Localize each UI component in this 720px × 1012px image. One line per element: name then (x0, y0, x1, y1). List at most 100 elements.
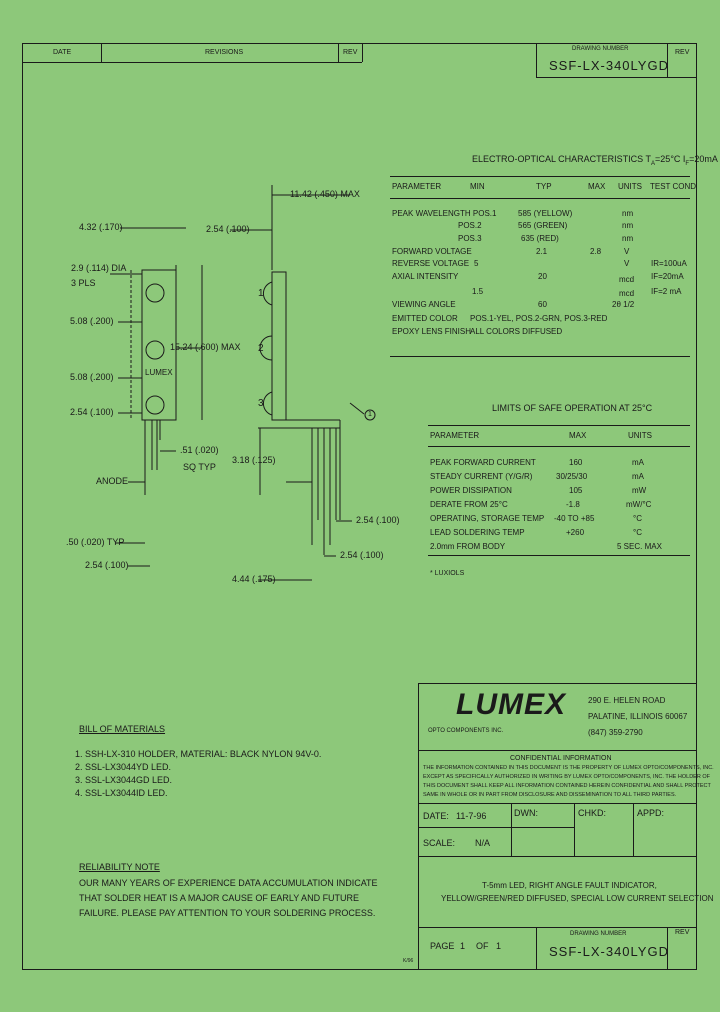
bom-title: BILL OF MATERIALS (79, 724, 166, 734)
header-date-label: DATE (53, 49, 72, 56)
page-total: 1 (496, 941, 502, 951)
electro-row-param: REVERSE VOLTAGE (392, 259, 470, 268)
electro-row-units: 2θ 1/2 (612, 300, 635, 309)
date-label: DATE: (423, 811, 449, 821)
limits-row-units: mW (632, 486, 647, 495)
electro-row-param: VIEWING ANGLE (392, 300, 456, 309)
address-line: PALATINE, ILLINOIS 60067 (588, 712, 688, 721)
position-1: 1 (258, 288, 264, 299)
confidential-line: EXCEPT AS SPECIFICALLY AUTHORIZED IN WRI… (423, 774, 710, 780)
dim-254e: 2.54 (.100) (85, 560, 129, 570)
limits-row-units: °C (633, 514, 642, 523)
dim-1524: 15.24 (.600) MAX (170, 342, 241, 352)
holder-front-view (141, 269, 177, 421)
dim-254c: 2.54 (.100) (356, 515, 400, 525)
electro-row-typ: 635 (RED) (521, 234, 559, 243)
date-value: 11-7-96 (456, 811, 487, 821)
header-revisions-label: REVISIONS (205, 49, 244, 56)
limits-row-units: mA (632, 472, 644, 481)
page-number: 1 (460, 941, 466, 951)
limits-header-parameter: PARAMETER (430, 431, 480, 440)
electro-row-param: EMITTED COLOR (392, 314, 458, 323)
electro-row-param: AXIAL INTENSITY (392, 272, 459, 281)
lumex-small: LUMEX (145, 368, 173, 377)
border-top (22, 43, 696, 44)
dim-29: 2.9 (.114) DIA (71, 263, 127, 273)
drawing-number-label: DRAWING NUMBER (570, 931, 627, 937)
reliability-line: FAILURE. PLEASE PAY ATTENTION TO YOUR SO… (79, 908, 376, 918)
holder-side-view (271, 271, 287, 421)
electro-row-typ: 585 (YELLOW) (518, 209, 573, 218)
electro-header-typ: TYP (536, 182, 552, 191)
electro-header-test-cond: TEST COND (650, 182, 697, 191)
position-2: 2 (258, 343, 264, 354)
dim-1142: 11.42 (.450) MAX (290, 189, 360, 199)
address-line: (847) 359-2790 (588, 728, 643, 737)
header-drawing-number: SSF-LX-340LYGD (549, 58, 669, 73)
electro-row-min: 5 (474, 259, 479, 268)
led-3-front (145, 395, 165, 415)
led-2-front (145, 340, 165, 360)
reliability-title: RELIABILITY NOTE (79, 862, 160, 872)
electro-row-cond: IF=20mA (651, 272, 684, 281)
of-label: OF (476, 941, 489, 951)
confidential-line: SAME IN WHOLE OR IN PART FROM DISCLOSURE… (423, 792, 677, 798)
electro-row-param: FORWARD VOLTAGE (392, 247, 472, 256)
dim-444: 4.44 (.175) (232, 574, 276, 584)
limits-row-max: -40 TO +85 (554, 514, 595, 523)
border-bottom (22, 969, 697, 970)
led-1-front (145, 283, 165, 303)
dim-508b: 5.08 (.200) (70, 372, 114, 382)
electro-title: ELECTRO-OPTICAL CHARACTERISTICS TA=25°C … (472, 154, 718, 167)
electro-row-units: nm (622, 209, 634, 218)
bom-item: 1. SSH-LX-310 HOLDER, MATERIAL: BLACK NY… (75, 749, 322, 759)
corner-mark: K/96 (403, 958, 414, 964)
electro-row-min: POS.1-YEL, POS.2-GRN, POS.3-RED (470, 314, 608, 323)
dim-51: .51 (.020) (180, 445, 219, 455)
lumex-logo-sub: OPTO COMPONENTS INC. (428, 728, 504, 734)
limits-row-units: °C (633, 528, 642, 537)
limits-row-param: OPERATING, STORAGE TEMP (430, 514, 545, 523)
electro-row-cond: IF=2 mA (651, 287, 682, 296)
electro-header-min: MIN (470, 182, 485, 191)
electro-row-units: mcd (619, 289, 635, 298)
limits-row-param: LEAD SOLDERING TEMP (430, 528, 525, 537)
electro-header-units: UNITS (618, 182, 642, 191)
chkd-label: CHKD: (578, 808, 607, 818)
drawing-number-value: SSF-LX-340LYGD (549, 944, 669, 959)
border-right (696, 43, 697, 969)
rev-label: REV (675, 929, 690, 936)
reference-1: 1 (368, 411, 372, 418)
reliability-line: THAT SOLDER HEAT IS A MAJOR CAUSE OF EAR… (79, 893, 360, 903)
confidential-line: THIS DOCUMENT SHALL KEEP ALL INFORMATION… (423, 783, 711, 789)
dim-254b: 2.54 (.100) (70, 407, 114, 417)
electro-row-units: V (624, 259, 630, 268)
position-3: 3 (258, 398, 264, 409)
confidential-line: THE INFORMATION CONTAINED IN THIS DOCUME… (423, 765, 714, 771)
electro-row-param: POS.3 (458, 234, 482, 243)
electro-row-param: PEAK WAVELENGTH POS.1 (392, 209, 497, 218)
confidential-title: CONFIDENTIAL INFORMATION (510, 755, 612, 762)
dim-318: 3.18 (.125) (232, 455, 276, 465)
scale-label: SCALE: (423, 838, 456, 848)
limits-row-param: STEADY CURRENT (Y/G/R) (430, 472, 533, 481)
limits-row-param: PEAK FORWARD CURRENT (430, 458, 536, 467)
limits-row-units: mA (632, 458, 644, 467)
appd-label: APPD: (637, 808, 665, 818)
header-rev-label: REV (343, 49, 358, 56)
electro-row-param: EPOXY LENS FINISH (392, 327, 471, 336)
limits-row-max: 30/25/30 (556, 472, 588, 481)
label-anode: ANODE (96, 476, 129, 486)
limits-title: LIMITS OF SAFE OPERATION AT 25°C (492, 403, 653, 413)
reliability-line: OUR MANY YEARS OF EXPERIENCE DATA ACCUMU… (79, 878, 378, 888)
electro-row-typ: 565 (GREEN) (518, 221, 568, 230)
dim-254a: 2.54 (.100) (206, 224, 250, 234)
limits-row-units: mW/°C (626, 500, 652, 509)
scale-value: N/A (475, 838, 491, 848)
description-line: T-5mm LED, RIGHT ANGLE FAULT INDICATOR, (482, 881, 657, 890)
electro-row-units: V (624, 247, 630, 256)
electro-row-cond: IR=100uA (651, 259, 687, 268)
limits-row-max: +260 (566, 528, 585, 537)
description-line: YELLOW/GREEN/RED DIFFUSED, SPECIAL LOW C… (441, 894, 714, 903)
